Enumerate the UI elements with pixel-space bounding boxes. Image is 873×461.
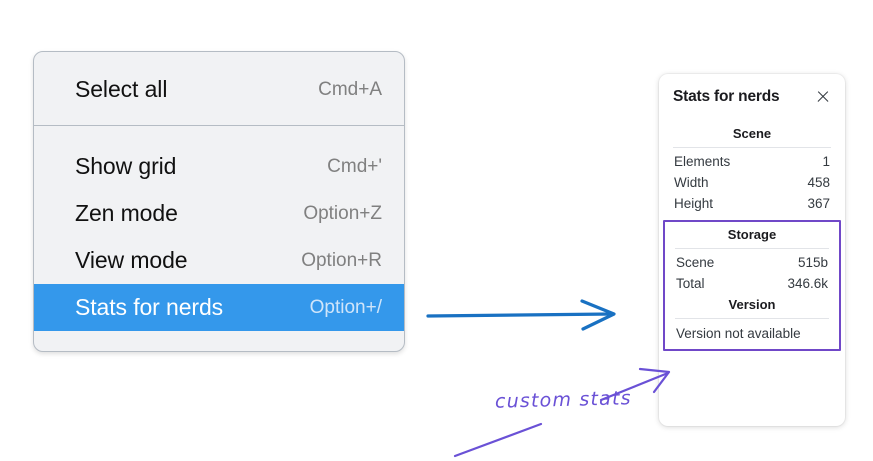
menu-item-label: Stats for nerds [75,294,224,320]
menu-item-shortcut: Cmd+' [327,155,382,177]
version-section: Version Version not available [673,294,831,343]
menu-item-view-mode[interactable]: View mode Option+R [34,237,404,284]
purple-underline-stroke [453,422,543,458]
section-heading-storage: Storage [727,227,777,242]
stat-label: Width [674,175,709,190]
section-rule [675,318,829,319]
menu-item-shortcut: Cmd+A [318,78,382,100]
section-rule [673,147,831,148]
stat-value: 346.6k [787,276,828,291]
stat-label: Total [676,276,705,291]
section-heading-version: Version [728,297,776,312]
menu-item-stats-for-nerds[interactable]: Stats for nerds Option+/ [34,284,404,331]
menu-item-shortcut: Option+/ [309,296,382,318]
panel-header: Stats for nerds [671,86,833,106]
blue-arrow [426,299,616,331]
menu-item-show-grid[interactable]: Show grid Cmd+' [34,143,404,190]
stat-label: Height [674,196,714,211]
section-rule [675,248,829,249]
menu-item-zen-mode[interactable]: Zen mode Option+Z [34,190,404,237]
stat-label: Elements [674,154,731,169]
menu-item-select-all[interactable]: Select all Cmd+A [34,66,404,113]
menu-bottom-padding [34,331,404,350]
stat-row-height: Height 367 [671,193,833,214]
stat-value: 515b [797,255,828,270]
scene-section: Scene Elements 1 Width 458 Height 367 [671,124,833,214]
stat-label: Scene [676,255,715,270]
menu-item-label: View mode [75,247,188,273]
stat-value: 458 [807,175,830,190]
menu-item-shortcut: Option+R [301,249,382,271]
canvas-context-menu[interactable]: Select all Cmd+A Show grid Cmd+' Zen mod… [33,51,405,352]
stat-value: 1 [822,154,830,169]
handwritten-note: custom stats [494,387,633,413]
menu-item-label: Select all [75,76,168,102]
section-heading-scene: Scene [732,126,772,141]
stats-for-nerds-panel[interactable]: Stats for nerds Scene Elements 1 Width 4… [659,74,845,426]
storage-section: Storage Scene 515b Total 346.6k [673,224,831,294]
stat-row-width: Width 458 [671,172,833,193]
stat-value: 367 [807,196,830,211]
custom-stats-highlight-box: Storage Scene 515b Total 346.6k Version … [663,220,841,351]
menu-item-label: Show grid [75,153,177,179]
menu-divider [34,125,404,126]
close-icon[interactable] [815,89,831,105]
panel-title: Stats for nerds [673,88,780,105]
version-value: Version not available [676,326,801,341]
menu-item-label: Zen mode [75,200,178,226]
stat-row-elements: Elements 1 [671,151,833,172]
menu-group-secondary: Show grid Cmd+' Zen mode Option+Z View m… [34,126,404,350]
menu-group-primary: Select all Cmd+A [34,52,404,125]
menu-item-shortcut: Option+Z [303,202,382,224]
stat-row-storage-total: Total 346.6k [673,273,831,294]
stat-row-storage-scene: Scene 515b [673,252,831,273]
